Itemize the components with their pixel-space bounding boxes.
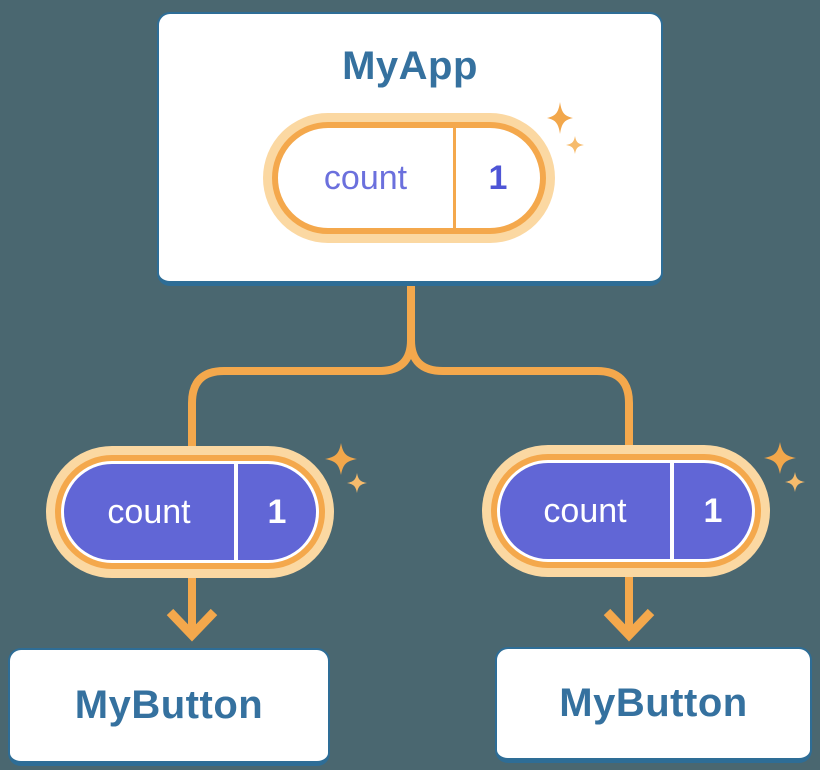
child-right-component-card: MyButton <box>495 647 812 763</box>
child-left-state-pill: count 1 <box>46 446 334 578</box>
state-pill-ring: count 1 <box>55 455 325 569</box>
arrow-down-icon <box>603 608 655 642</box>
state-pill-body: count 1 <box>500 463 752 559</box>
fork-right-line <box>407 339 633 460</box>
state-value-label: 1 <box>267 492 287 531</box>
state-name-label: count <box>323 158 408 197</box>
state-pill-divider <box>234 464 238 560</box>
state-name-label: count <box>543 491 627 530</box>
child-right-state-pill: count 1 <box>482 445 770 577</box>
state-pill-ring: count 1 <box>491 454 761 568</box>
state-pill-divider <box>670 463 674 559</box>
child-left-component-card: MyButton <box>8 648 330 766</box>
state-pill-divider <box>453 128 456 228</box>
arrow-down-icon <box>166 608 218 642</box>
child-component-title: MyButton <box>559 681 748 725</box>
root-state-pill: count 1 <box>263 113 555 243</box>
state-value-label: 1 <box>703 491 723 530</box>
state-name-label: count <box>107 492 191 531</box>
state-pill-body: count 1 <box>64 464 316 560</box>
child-component-title: MyButton <box>74 683 264 727</box>
state-value-label: 1 <box>488 158 508 197</box>
state-pill-ring: count 1 <box>272 122 546 234</box>
root-component-title: MyApp <box>342 44 478 88</box>
fork-left-line <box>188 339 415 462</box>
state-pill-body: count 1 <box>278 128 540 228</box>
